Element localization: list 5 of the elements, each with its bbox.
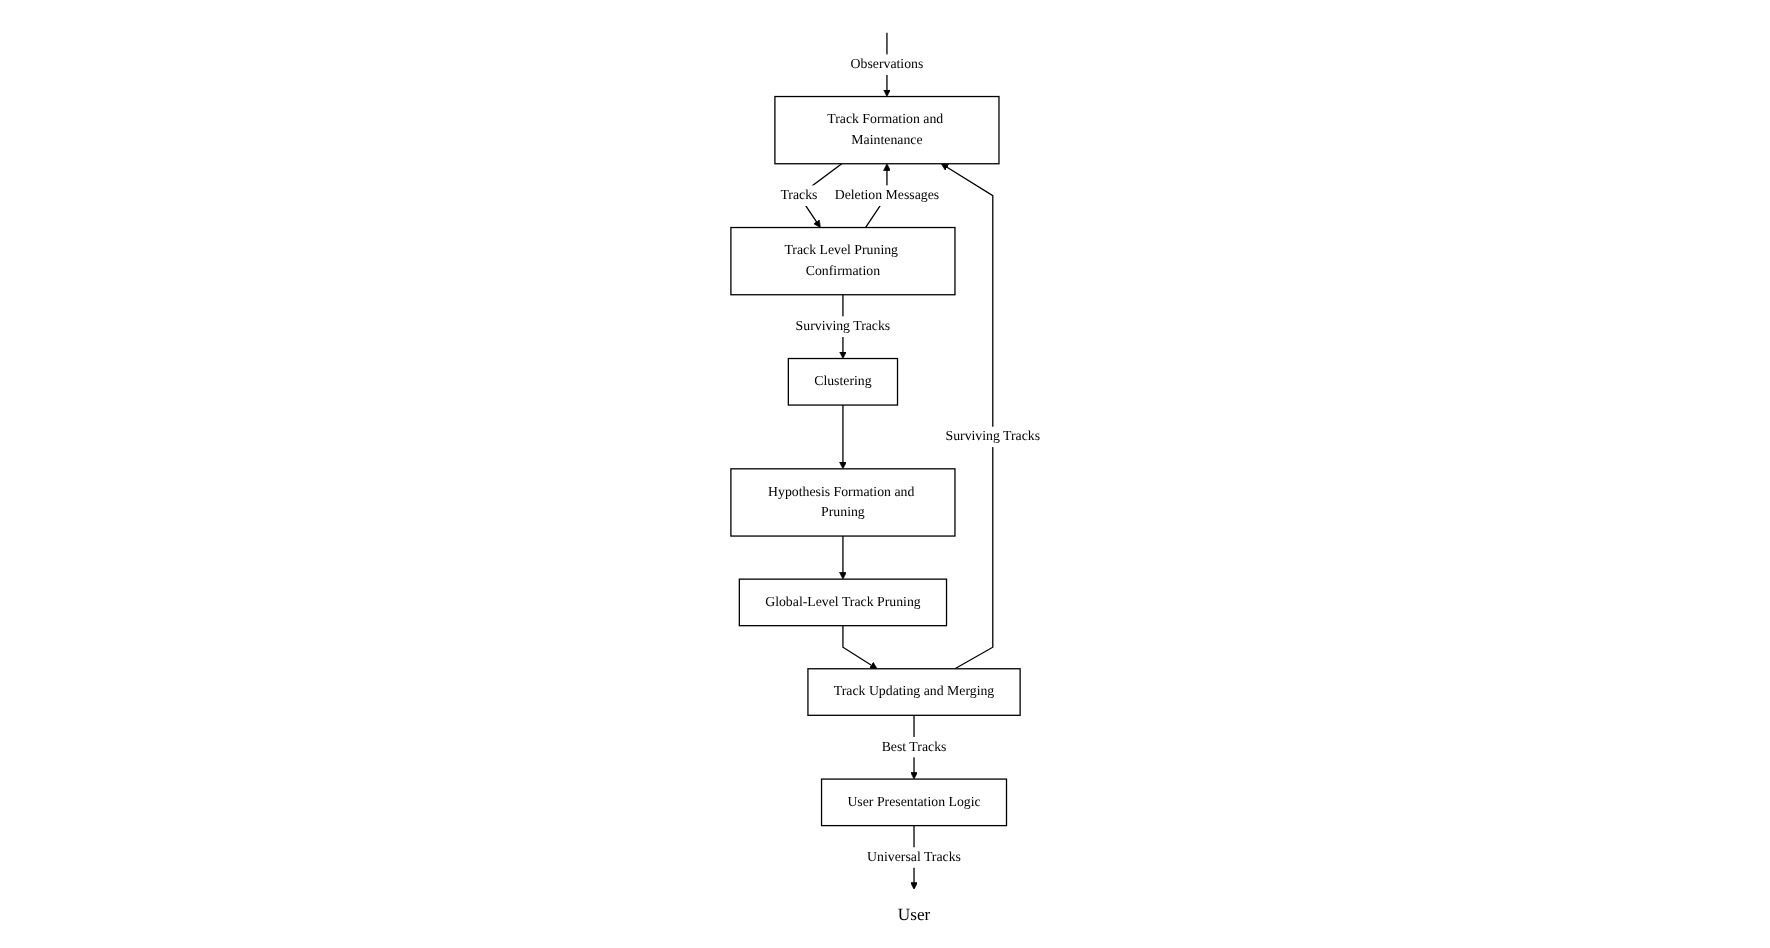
arrow [940,163,993,670]
arrow [841,625,877,670]
arrow [838,535,847,580]
arrow [838,404,847,470]
node-text: User [897,905,930,925]
